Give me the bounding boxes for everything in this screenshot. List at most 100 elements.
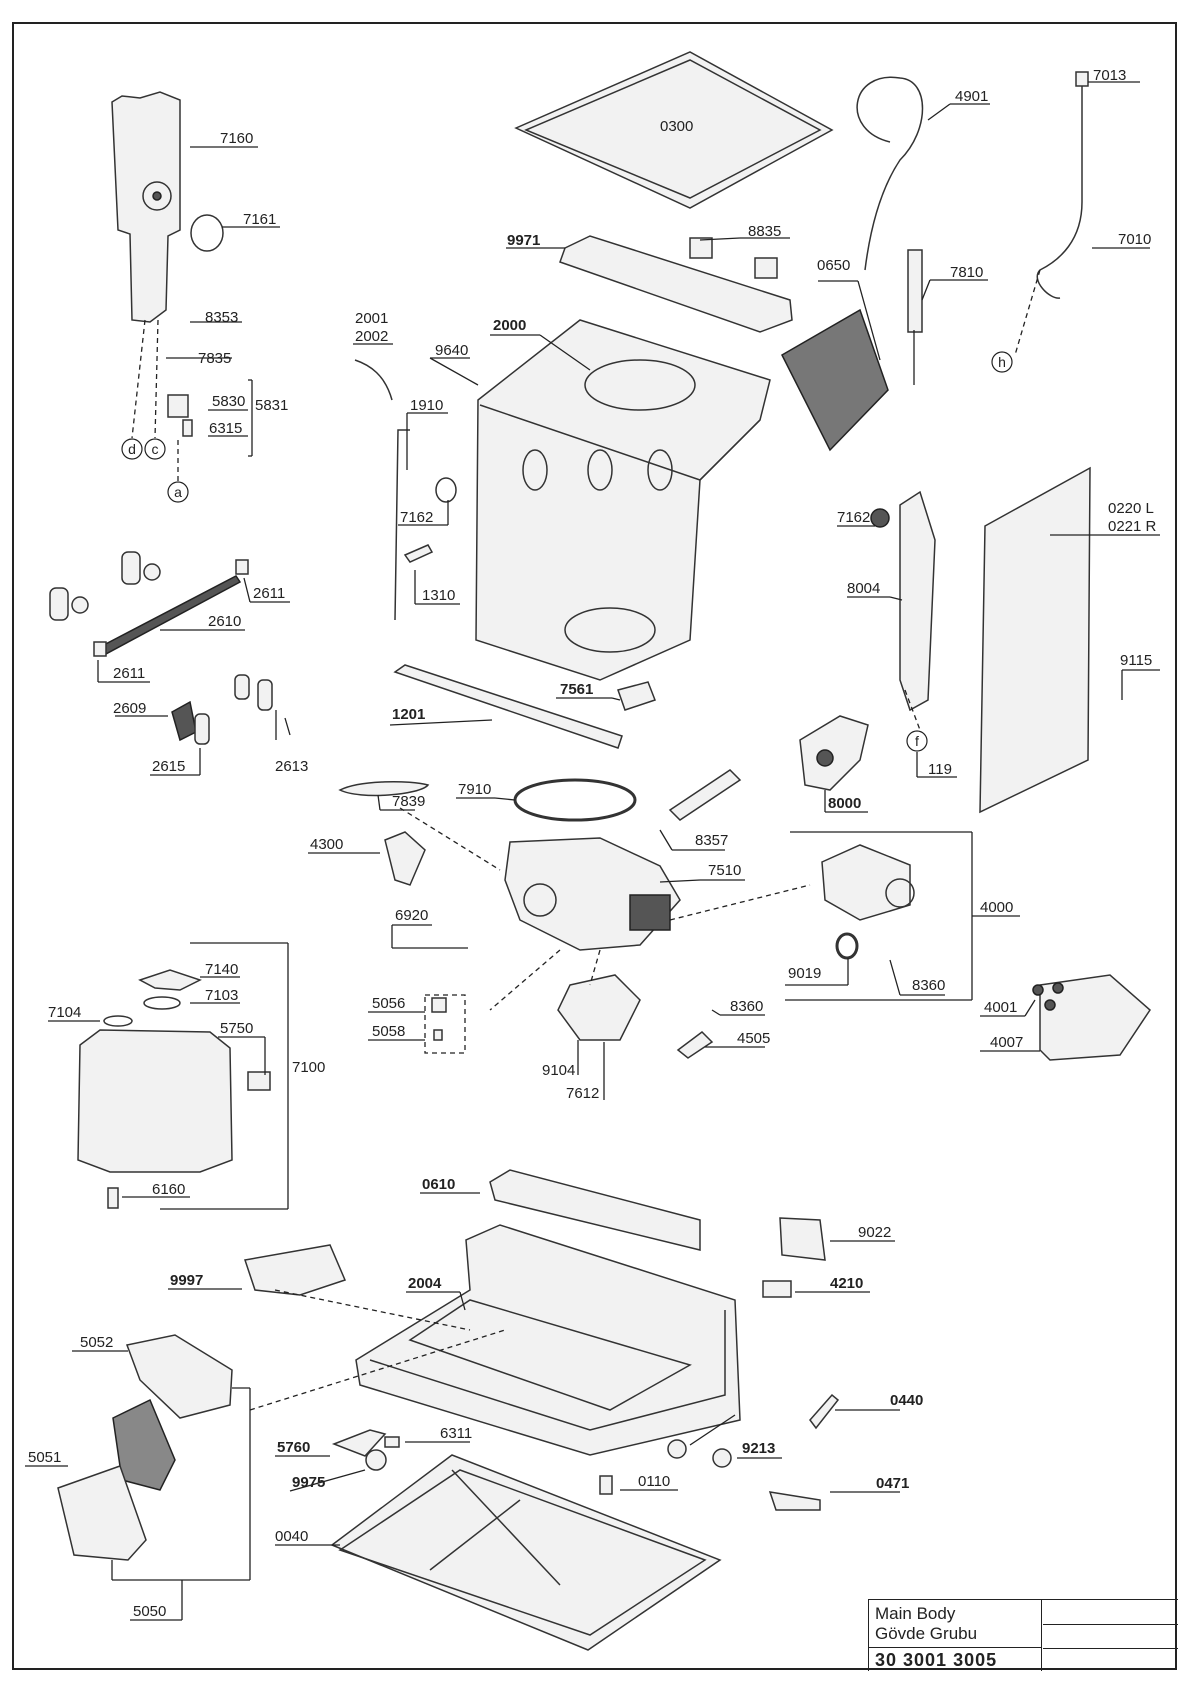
ring-9019	[835, 932, 859, 960]
seal-ring-7161	[190, 214, 224, 252]
label-2611-top: 2611	[253, 585, 285, 602]
part-0110	[599, 1475, 613, 1495]
label-8360-left: 8360	[730, 998, 763, 1015]
connector-marker-a: a	[167, 481, 189, 503]
label-4000: 4000	[980, 899, 1013, 916]
parts-5056-5058	[431, 997, 447, 1041]
roller-set-2611	[49, 551, 249, 657]
label-1910: 1910	[410, 397, 443, 414]
label-6920: 6920	[395, 907, 428, 924]
label-7010: 7010	[1118, 231, 1151, 248]
label-8835: 8835	[748, 223, 781, 240]
label-8360-right: 8360	[912, 977, 945, 994]
insulation-net-0650	[781, 308, 889, 452]
pump-8000	[799, 715, 869, 791]
drawing-frame	[12, 22, 1177, 1670]
svg-text:d: d	[128, 441, 136, 457]
label-9104: 9104	[542, 1062, 575, 1079]
title-english: Main Body	[875, 1604, 956, 1623]
connector-marker-f: f	[906, 730, 928, 752]
label-5056: 5056	[372, 995, 405, 1012]
label-7103: 7103	[205, 987, 238, 1004]
label-4901: 4901	[955, 88, 988, 105]
part-9975	[365, 1449, 387, 1471]
side-panel-7160	[111, 91, 181, 323]
filter-4300	[384, 831, 426, 886]
bracket-9997	[244, 1244, 347, 1296]
label-2615: 2615	[152, 758, 185, 775]
board-9022	[779, 1217, 826, 1261]
label-5051: 5051	[28, 1449, 61, 1466]
title-block: Main Body Gövde Grubu 30 3001 3005	[868, 1599, 1178, 1671]
label-7839: 7839	[392, 793, 425, 810]
top-cover-part	[514, 51, 834, 209]
connector-marker-h: h	[991, 351, 1013, 373]
part-7162-left	[435, 477, 457, 503]
label-7104: 7104	[48, 1004, 81, 1021]
sump-unit-7510	[504, 837, 681, 951]
label-9997: 9997	[170, 1272, 203, 1289]
label-0220: 0220 L	[1108, 500, 1154, 517]
label-0650: 0650	[817, 257, 850, 274]
plug-7013	[1075, 71, 1089, 87]
label-2610: 2610	[208, 613, 241, 630]
label-7161: 7161	[243, 211, 276, 228]
label-4007: 4007	[990, 1034, 1023, 1051]
label-2613: 2613	[275, 758, 308, 775]
connector-marker-d: d	[121, 438, 143, 460]
part-7162-right	[870, 508, 890, 528]
clips-8835	[689, 237, 778, 279]
label-2000: 2000	[493, 317, 526, 334]
feet-4001	[1032, 982, 1064, 1011]
base-frame-2004	[355, 1224, 741, 1456]
label-8353: 8353	[205, 309, 238, 326]
label-2001: 2001	[355, 310, 388, 327]
title-cell: Main Body Gövde Grubu	[869, 1600, 1042, 1648]
label-2004: 2004	[408, 1275, 442, 1292]
label-1201: 1201	[392, 706, 425, 723]
holder-5052	[125, 1334, 233, 1419]
connector-marker-c: c	[144, 438, 166, 460]
title-block-empty-cell	[1043, 1648, 1178, 1671]
side-panel-0220	[979, 466, 1091, 814]
valve-5830	[167, 394, 193, 437]
label-5050: 5050	[133, 1603, 166, 1620]
label-2002: 2002	[355, 328, 388, 345]
cable-0471	[768, 1491, 821, 1511]
top-frame-bar	[559, 235, 793, 333]
part-1310	[403, 544, 434, 563]
label-0440: 0440	[890, 1392, 923, 1409]
panel-0610	[489, 1169, 701, 1251]
hose-8357	[668, 769, 742, 821]
bottom-tray-0040	[330, 1454, 722, 1651]
label-8357: 8357	[695, 832, 728, 849]
spring-0440	[809, 1393, 840, 1430]
label-119: 119	[928, 761, 952, 778]
label-7162-right: 7162	[837, 509, 870, 526]
label-7160: 7160	[220, 130, 253, 147]
label-5831: 5831	[255, 397, 288, 414]
pipe-7810	[907, 249, 923, 333]
seal-7104	[103, 1015, 133, 1027]
svg-text:c: c	[152, 441, 159, 457]
main-tub-2000	[475, 319, 771, 681]
label-4001: 4001	[984, 999, 1017, 1016]
hinge-2001	[354, 359, 393, 401]
label-9115: 9115	[1120, 652, 1152, 669]
label-6160: 6160	[152, 1181, 185, 1198]
label-4210: 4210	[830, 1275, 863, 1292]
title-block-empty-cell	[1043, 1600, 1178, 1625]
base-4007	[1039, 974, 1151, 1061]
part-7839	[338, 780, 430, 797]
title-turkish: Gövde Grubu	[875, 1624, 978, 1643]
part-4210	[762, 1280, 792, 1298]
label-0040: 0040	[275, 1528, 308, 1545]
dashed-connections	[131, 269, 1041, 1411]
label-7612: 7612	[566, 1085, 599, 1102]
label-7910: 7910	[458, 781, 491, 798]
part-5760	[331, 1429, 387, 1457]
label-5750: 5750	[220, 1020, 253, 1037]
drawing-number-cell: 30 3001 3005	[869, 1648, 1042, 1671]
detergent-box-7100	[77, 969, 271, 1209]
